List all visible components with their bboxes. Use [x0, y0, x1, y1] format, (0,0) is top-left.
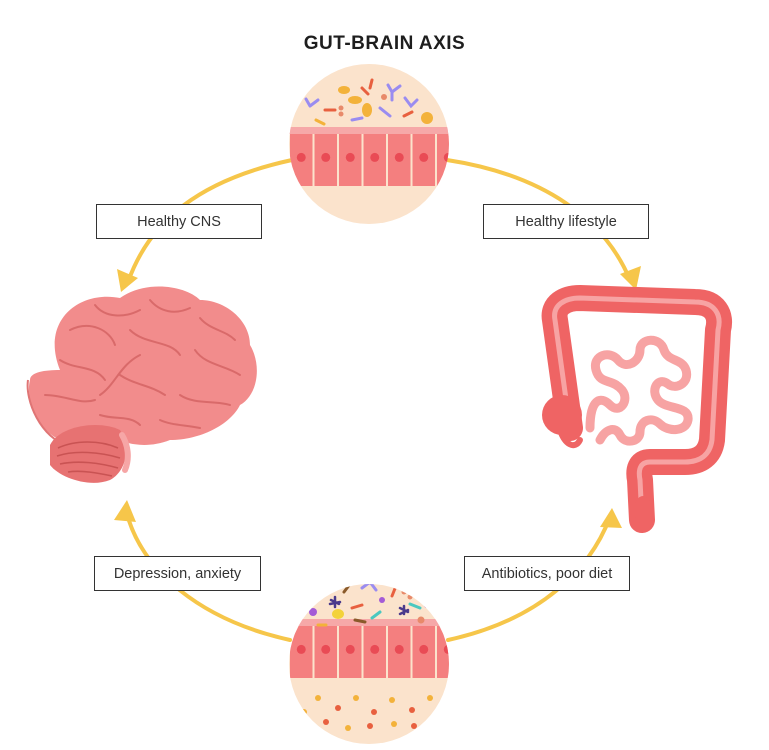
- cell-nucleus: [321, 644, 331, 654]
- arrowhead-brain-bottom: [114, 500, 136, 522]
- arrow-gut-to-intestine: [445, 158, 632, 282]
- blood-particle: [371, 709, 377, 715]
- blood-particle: [353, 695, 359, 701]
- cell-nucleus: [345, 644, 355, 654]
- arrow-heads: [114, 266, 641, 528]
- brain-folds: [44, 299, 241, 429]
- label-healthy-cns: Healthy CNS: [96, 204, 262, 239]
- page-title: GUT-BRAIN AXIS: [303, 33, 466, 54]
- intestine-illustration: [541, 285, 732, 533]
- cell-nucleus: [370, 644, 380, 654]
- microvilli: [289, 127, 449, 134]
- blood-particle: [335, 705, 341, 711]
- blood-particle: [411, 723, 417, 729]
- cell-nucleus: [394, 152, 404, 162]
- label-antibiotics-poor-diet: Antibiotics, poor diet: [464, 556, 630, 591]
- blood-particle: [427, 695, 433, 701]
- arrowhead-brain-top: [117, 269, 138, 292]
- blood-particle: [391, 721, 397, 727]
- small-intestine: [585, 335, 693, 446]
- cell-nucleus: [370, 152, 380, 162]
- blood-particle: [433, 713, 439, 719]
- blood-particle: [345, 725, 351, 731]
- cell-nucleus: [419, 644, 429, 654]
- blood-particle: [323, 719, 329, 725]
- epithelial-cell: [437, 626, 449, 678]
- cell-nucleus: [296, 152, 306, 162]
- blood-particles: [301, 695, 439, 731]
- epithelial-cells-bottom: [289, 619, 449, 678]
- cerebellum-lines: [56, 441, 121, 477]
- blood-particle: [389, 697, 395, 703]
- gut-microbiome-healthy: [289, 64, 449, 224]
- cell-nucleus: [296, 644, 306, 654]
- arrowhead-intestine-top: [620, 266, 641, 290]
- blood-particle: [315, 695, 321, 701]
- blood-particle: [409, 707, 415, 713]
- bacteria-healthy: [304, 78, 433, 126]
- label-healthy-lifestyle: Healthy lifestyle: [483, 204, 649, 239]
- cell-nucleus: [443, 644, 449, 654]
- cell-nucleus: [345, 152, 355, 162]
- cell-nucleus: [321, 152, 331, 162]
- blood-particle: [367, 723, 373, 729]
- microvilli: [289, 619, 449, 626]
- cell-nucleus: [394, 644, 404, 654]
- gut-microbiome-dysbiosis: [289, 584, 449, 744]
- blood-particle: [301, 709, 307, 715]
- cell-nucleus: [419, 152, 429, 162]
- label-depression-anxiety: Depression, anxiety: [94, 556, 261, 591]
- arrowhead-intestine-bottom: [600, 508, 622, 528]
- epithelial-cells-top: [289, 127, 449, 186]
- brain-illustration: [26, 286, 257, 483]
